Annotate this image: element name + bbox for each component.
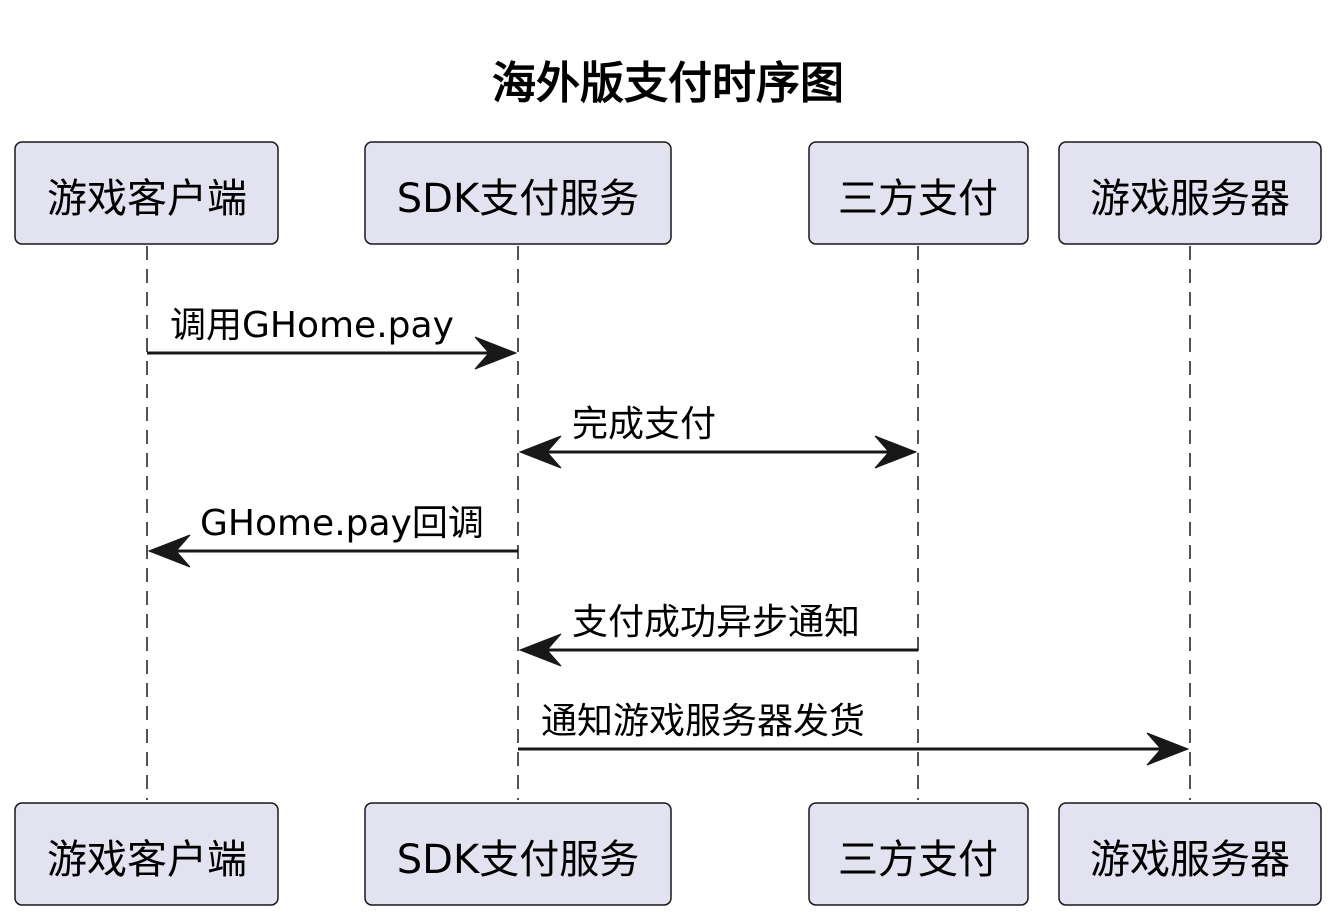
messages: 调用GHome.pay 完成支付 GHome.pay回调 支付成功异步通知 通知… (147, 305, 1190, 766)
participant-third-top: 三方支付 (808, 141, 1029, 245)
arrow-head-left (518, 633, 562, 667)
message-label: 支付成功异步通知 (572, 602, 860, 643)
message-call-pay: 调用GHome.pay (147, 305, 518, 370)
arrow-head-right (1146, 732, 1190, 766)
participant-box (808, 802, 1029, 906)
participant-server-top: 游戏服务器 (1058, 141, 1322, 245)
participant-box (1058, 141, 1322, 245)
message-label: 完成支付 (572, 404, 716, 445)
message-label: 调用GHome.pay (170, 305, 454, 346)
participant-label: 游戏客户端 (47, 837, 247, 883)
participant-box (14, 802, 279, 906)
lifelines (146, 246, 1191, 800)
message-complete-payment: 完成支付 (518, 404, 918, 469)
participant-label: SDK支付服务 (397, 837, 639, 883)
arrow-head-right (474, 336, 518, 370)
participant-label: 三方支付 (838, 837, 998, 883)
participant-label: 游戏客户端 (47, 176, 247, 222)
message-label: 通知游戏服务器发货 (541, 701, 865, 742)
participant-label: 三方支付 (838, 176, 998, 222)
participant-label: 游戏服务器 (1090, 837, 1290, 883)
participant-sdk-bottom: SDK支付服务 (364, 802, 672, 906)
participant-sdk-top: SDK支付服务 (364, 141, 672, 245)
arrow-head-left (147, 534, 191, 568)
participant-box (1058, 802, 1322, 906)
participant-label: 游戏服务器 (1090, 176, 1290, 222)
message-pay-callback: GHome.pay回调 (147, 503, 518, 568)
participant-client-bottom: 游戏客户端 (14, 802, 279, 906)
participants-bottom: 游戏客户端 SDK支付服务 三方支付 游戏服务器 (14, 802, 1322, 906)
participant-client-top: 游戏客户端 (14, 141, 279, 245)
participant-third-bottom: 三方支付 (808, 802, 1029, 906)
participant-label: SDK支付服务 (397, 176, 639, 222)
participant-box (364, 802, 672, 906)
arrow-head-left (518, 435, 562, 469)
message-notify-ship: 通知游戏服务器发货 (518, 701, 1190, 766)
message-async-notify: 支付成功异步通知 (518, 602, 918, 667)
participant-server-bottom: 游戏服务器 (1058, 802, 1322, 906)
message-label: GHome.pay回调 (200, 503, 484, 544)
participant-box (808, 141, 1029, 245)
participant-box (364, 141, 672, 245)
arrow-head-right (874, 435, 918, 469)
participants-top: 游戏客户端 SDK支付服务 三方支付 游戏服务器 (14, 141, 1322, 245)
diagram-title: 海外版支付时序图 (492, 58, 844, 109)
participant-box (14, 141, 279, 245)
